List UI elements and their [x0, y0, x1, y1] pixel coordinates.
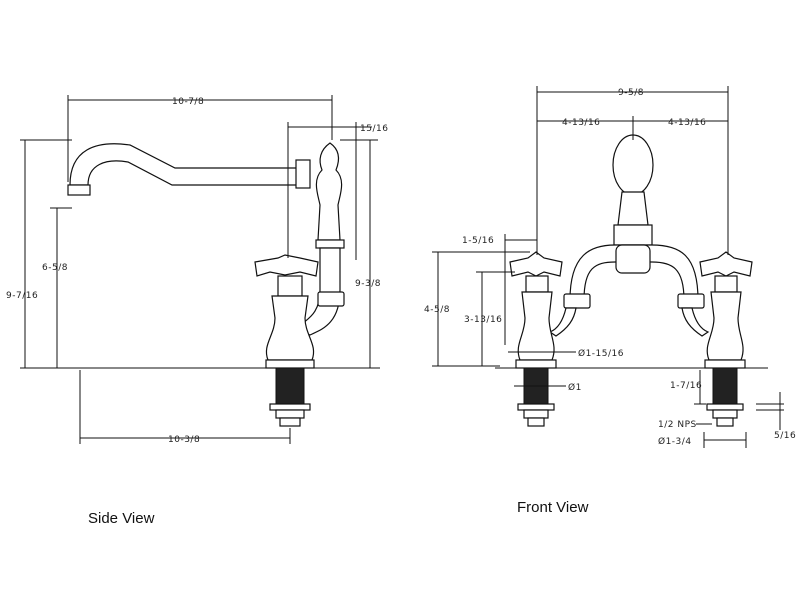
side-dim-spout-height: 6-5/8: [42, 263, 68, 273]
side-dim-body-offset: 15/16: [360, 124, 388, 134]
front-spout: [612, 134, 654, 196]
front-right-handle: [699, 251, 753, 277]
side-dim-spout-reach: 10-7/8: [172, 97, 204, 107]
side-shank: [275, 367, 305, 407]
front-view-caption: Front View: [517, 499, 589, 516]
side-handle: [254, 254, 319, 277]
front-dim-handle-height: 4-5/8: [424, 305, 450, 315]
front-dim-left-half: 4-13/16: [562, 118, 600, 128]
front-dim-shank-diameter: Ø1: [568, 382, 582, 393]
front-view-drawing: [432, 86, 784, 448]
front-left-handle: [509, 251, 563, 277]
front-dim-nut-diameter: Ø1-3/4: [658, 436, 692, 447]
side-spout: [69, 143, 301, 186]
front-dim-nut-height: 5/16: [774, 431, 796, 441]
side-dim-base-to-spout: 10-3/8: [168, 435, 200, 445]
front-dim-handle-offset: 1-5/16: [462, 236, 494, 246]
front-dim-thread: 1/2 NPS: [658, 420, 697, 430]
side-dim-body-height: 9-3/8: [355, 279, 381, 289]
front-dim-overall-width: 9-5/8: [618, 88, 644, 98]
side-view-drawing: [20, 95, 380, 444]
front-right-shank: [712, 367, 738, 405]
side-dim-overall-height: 9-7/16: [6, 291, 38, 301]
side-view-caption: Side View: [88, 510, 155, 527]
front-dim-base-diameter: Ø1-15/16: [578, 348, 624, 359]
front-dim-handle-body-height: 3-13/16: [464, 315, 502, 325]
side-body: [315, 142, 343, 241]
front-dim-right-half: 4-13/16: [668, 118, 706, 128]
front-dim-shank-length: 1-7/16: [670, 381, 702, 391]
